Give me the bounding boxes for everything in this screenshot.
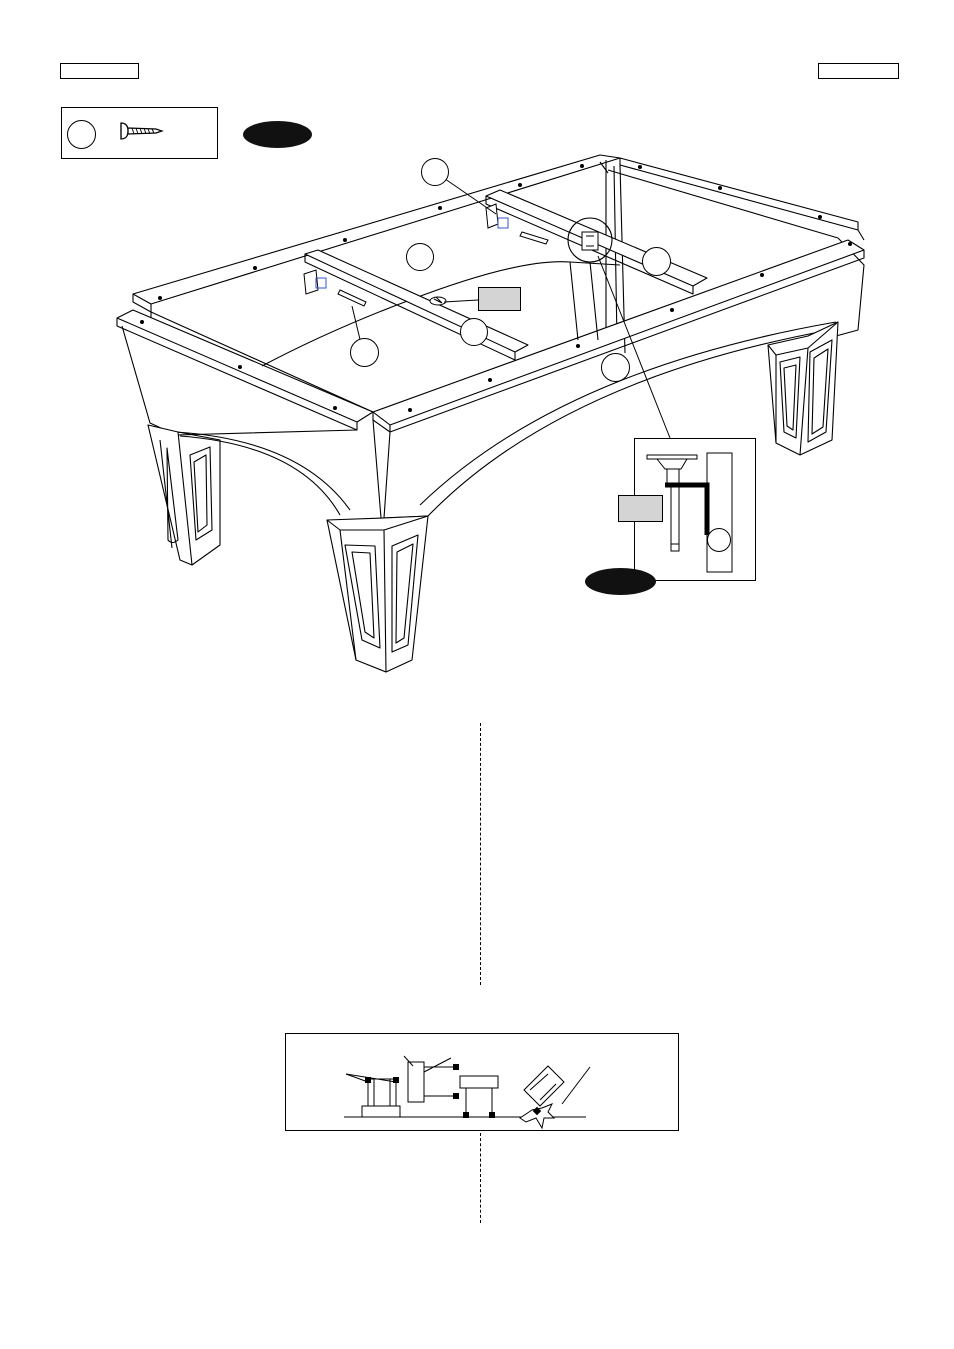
lifting-illustration (344, 1055, 591, 1130)
detail-tag (618, 495, 663, 522)
detail-step-badge (585, 568, 656, 595)
callout-center-front (460, 318, 488, 346)
page-label-left (60, 63, 139, 79)
pool-table-frame (116, 154, 865, 673)
callout-detail (707, 528, 731, 552)
page-label-right (818, 63, 899, 79)
callout-center-left (406, 243, 434, 271)
column-divider-lower (480, 1133, 481, 1223)
hardware-tag (478, 287, 521, 311)
callout-left-screw (350, 338, 379, 367)
screw-icon (120, 122, 164, 140)
callout-front-rail (601, 353, 630, 382)
callout-right-crossmember (642, 247, 671, 276)
part-number-circle (67, 120, 96, 149)
callout-top (421, 158, 449, 186)
column-divider-upper (480, 723, 481, 985)
lifting-note-box (285, 1033, 679, 1131)
step-badge (243, 121, 312, 148)
parts-box (61, 107, 218, 159)
corner-bracket-icon (646, 452, 733, 573)
magnify-circle (567, 217, 613, 263)
